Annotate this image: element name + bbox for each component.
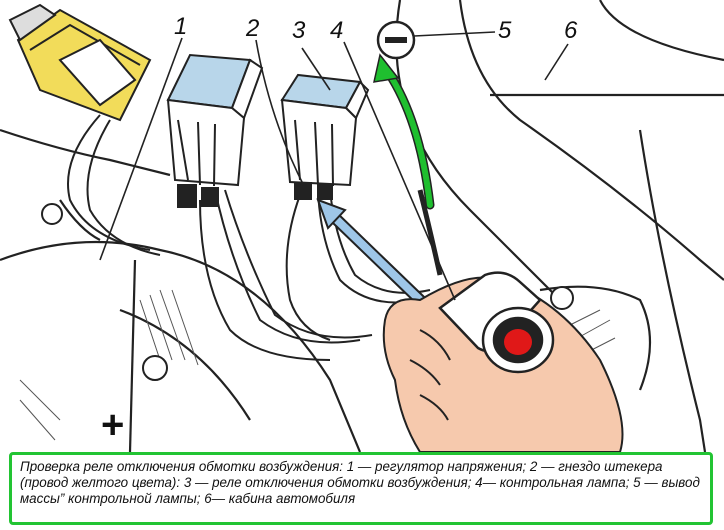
callout-3: 3 — [292, 17, 306, 44]
callout-6: 6 — [564, 17, 578, 44]
wire-bundle — [67, 114, 431, 361]
lamp-lens — [504, 329, 532, 355]
ground-arrow — [373, 53, 435, 210]
lamp-ground-lead — [417, 189, 443, 276]
callout-5: 5 — [498, 17, 512, 44]
test-lamp — [438, 271, 555, 374]
car-body-panels — [0, 0, 724, 452]
figure-caption: Проверка реле отключения обмотки возбужд… — [9, 452, 713, 525]
callout-4: 4 — [330, 17, 343, 44]
field-winding-relay — [280, 73, 370, 200]
minus-symbol — [385, 37, 407, 43]
relay-test-illustration: + 1 2 3 4 5 6 — [0, 0, 724, 452]
socket-arrow — [316, 198, 426, 306]
terminal-plus: + — [101, 403, 124, 447]
bolt-heads — [41, 203, 574, 381]
callout-2: 2 — [245, 15, 259, 42]
voltage-regulator — [166, 53, 264, 208]
callout-leaders — [99, 31, 569, 301]
callout-1: 1 — [174, 13, 187, 40]
ground-terminal — [376, 20, 416, 60]
yellow-connector — [8, 3, 152, 122]
